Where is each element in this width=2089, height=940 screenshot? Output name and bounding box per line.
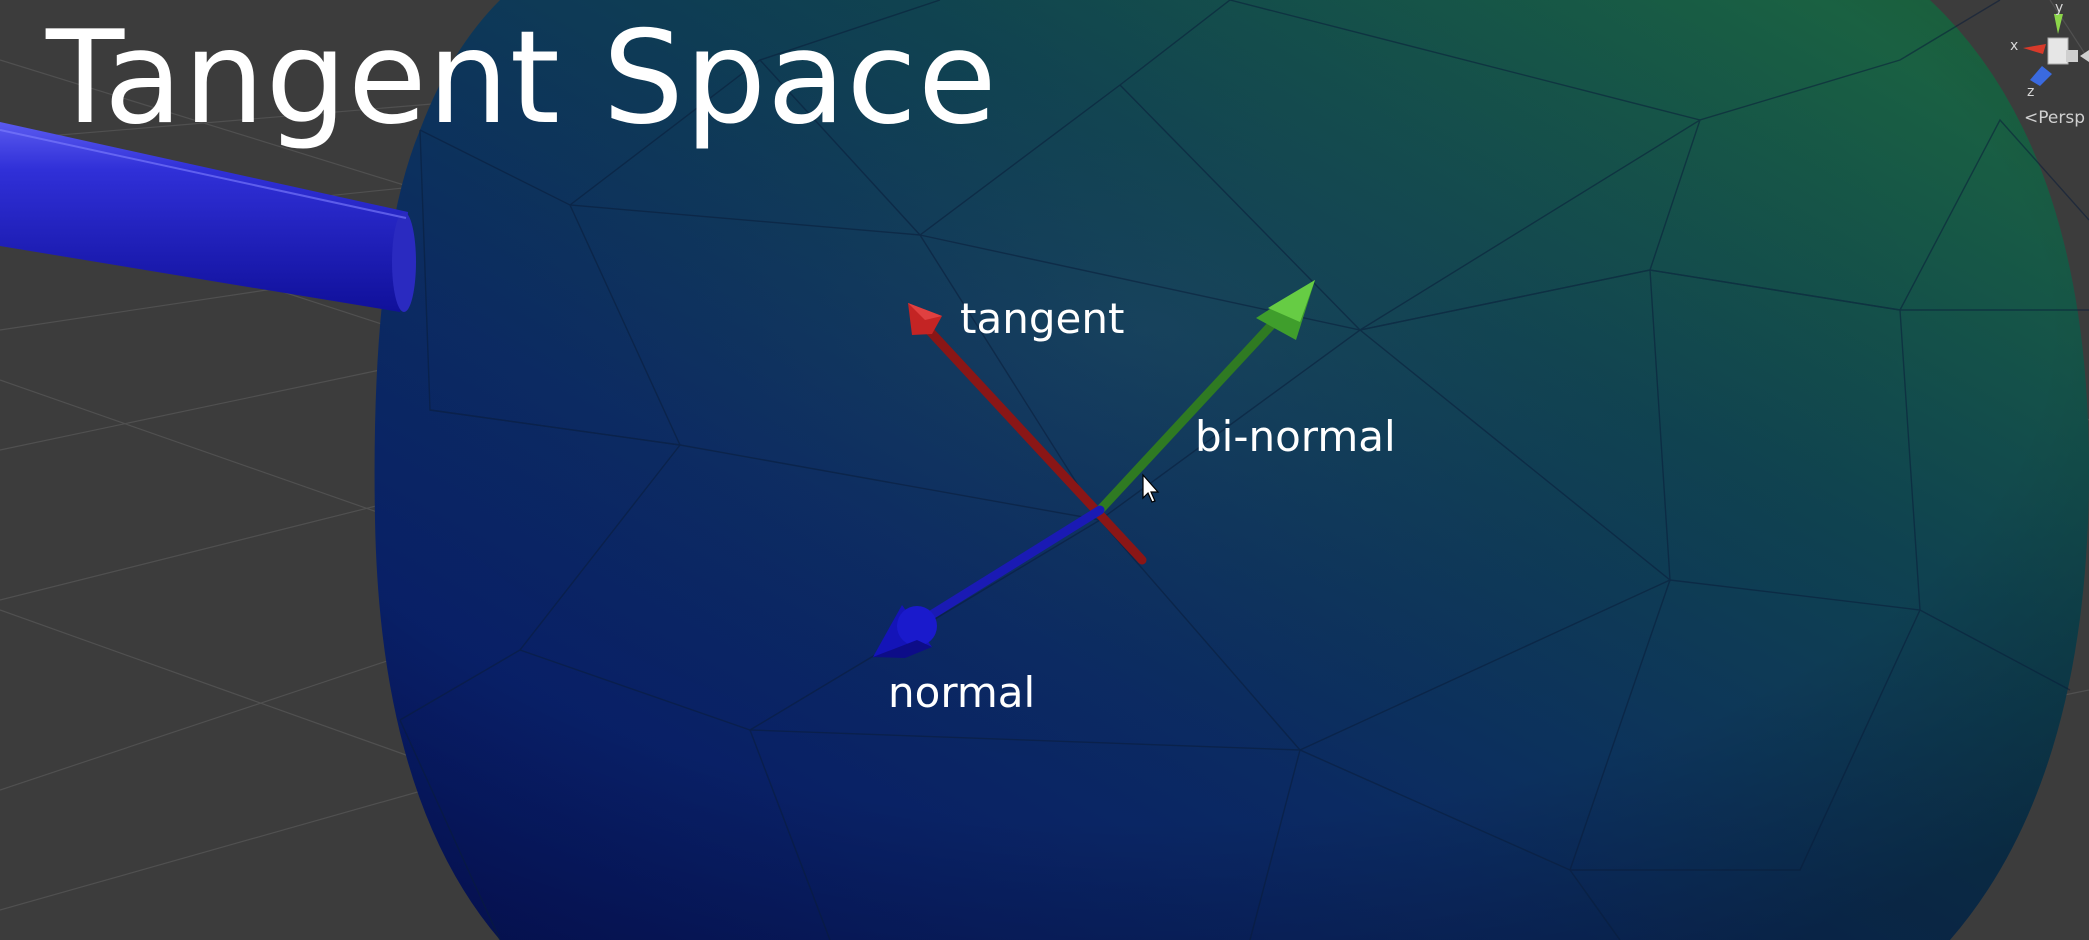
- binormal-label: bi-normal: [1195, 412, 1396, 461]
- gizmo-z-label: z: [2027, 84, 2035, 100]
- projection-toggle-button[interactable]: <Persp: [2024, 108, 2085, 128]
- sphere-mesh: [374, 0, 2089, 940]
- mouse-pointer-icon: [1142, 473, 1160, 503]
- normal-label: normal: [888, 668, 1036, 717]
- binormal-arrow: [1095, 280, 1315, 515]
- normal-arrow: [873, 505, 1105, 658]
- chevron-left-icon: <: [2024, 108, 2039, 128]
- gizmo-y-label: y: [2055, 0, 2064, 16]
- tangent-arrow: [908, 303, 1147, 565]
- projection-label: Persp: [2038, 108, 2085, 128]
- gizmo-x-label: x: [2010, 38, 2019, 54]
- blue-cylinder: [0, 122, 416, 312]
- page-title: Tangent Space: [46, 4, 998, 153]
- tangent-label: tangent: [960, 294, 1125, 343]
- orientation-gizmo-icon[interactable]: [2023, 14, 2089, 86]
